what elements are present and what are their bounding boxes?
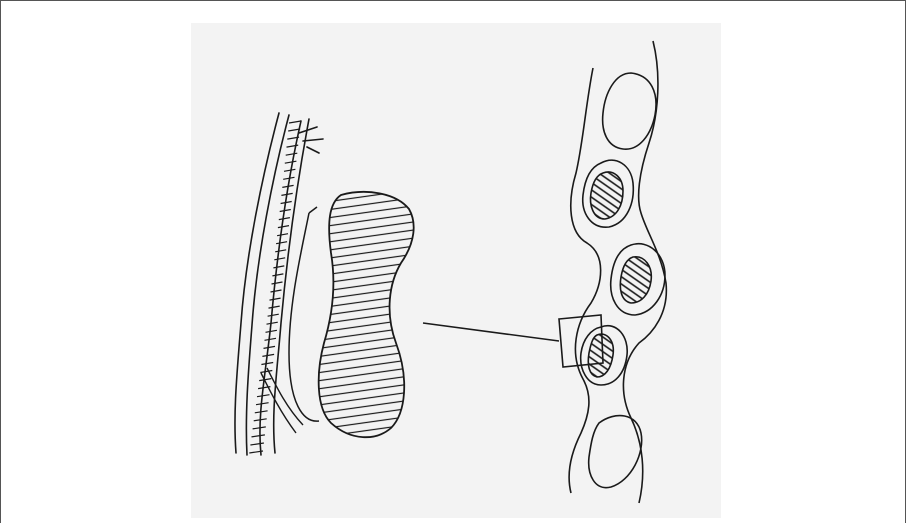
fiber-lower-strand [261,368,303,433]
striation-tick [265,338,277,340]
inclusion-cell-3 [581,326,628,385]
pointer-line [423,323,559,341]
striation-tick [277,234,288,236]
striation-tick [279,218,290,220]
striation-tick [250,443,264,445]
striation-tick [276,242,287,244]
striation-tick [261,363,273,365]
striation-tick [264,346,276,348]
striation-tick [278,226,289,228]
striation-tick [285,161,297,163]
sketch-paper [191,23,721,518]
kidney-cell [289,192,414,437]
striation-tick [271,290,282,292]
striation-tick [286,153,298,155]
striation-tick [272,274,283,276]
inclusion-cell-1 [583,160,634,227]
sketch-drawing [191,23,721,518]
striation-tick [266,330,277,332]
striation-tick [256,403,269,405]
striation-tick [280,210,291,212]
inclusion-cell-2 [611,244,665,315]
striation-tick [269,306,280,308]
striation-tick [284,169,295,171]
striation-tick [262,354,274,356]
striation-tick [252,435,265,437]
striation-tick [260,371,272,373]
striation-tick [270,298,281,300]
striation-tick [272,282,283,284]
striation-tick [257,395,270,397]
striation-tick [268,314,279,316]
striation-tick [273,266,284,268]
striation-tick [274,258,285,260]
striation-tick [275,250,286,252]
striation-tick [267,322,278,324]
striation-tick [289,121,301,123]
striated-fiber [235,113,323,455]
